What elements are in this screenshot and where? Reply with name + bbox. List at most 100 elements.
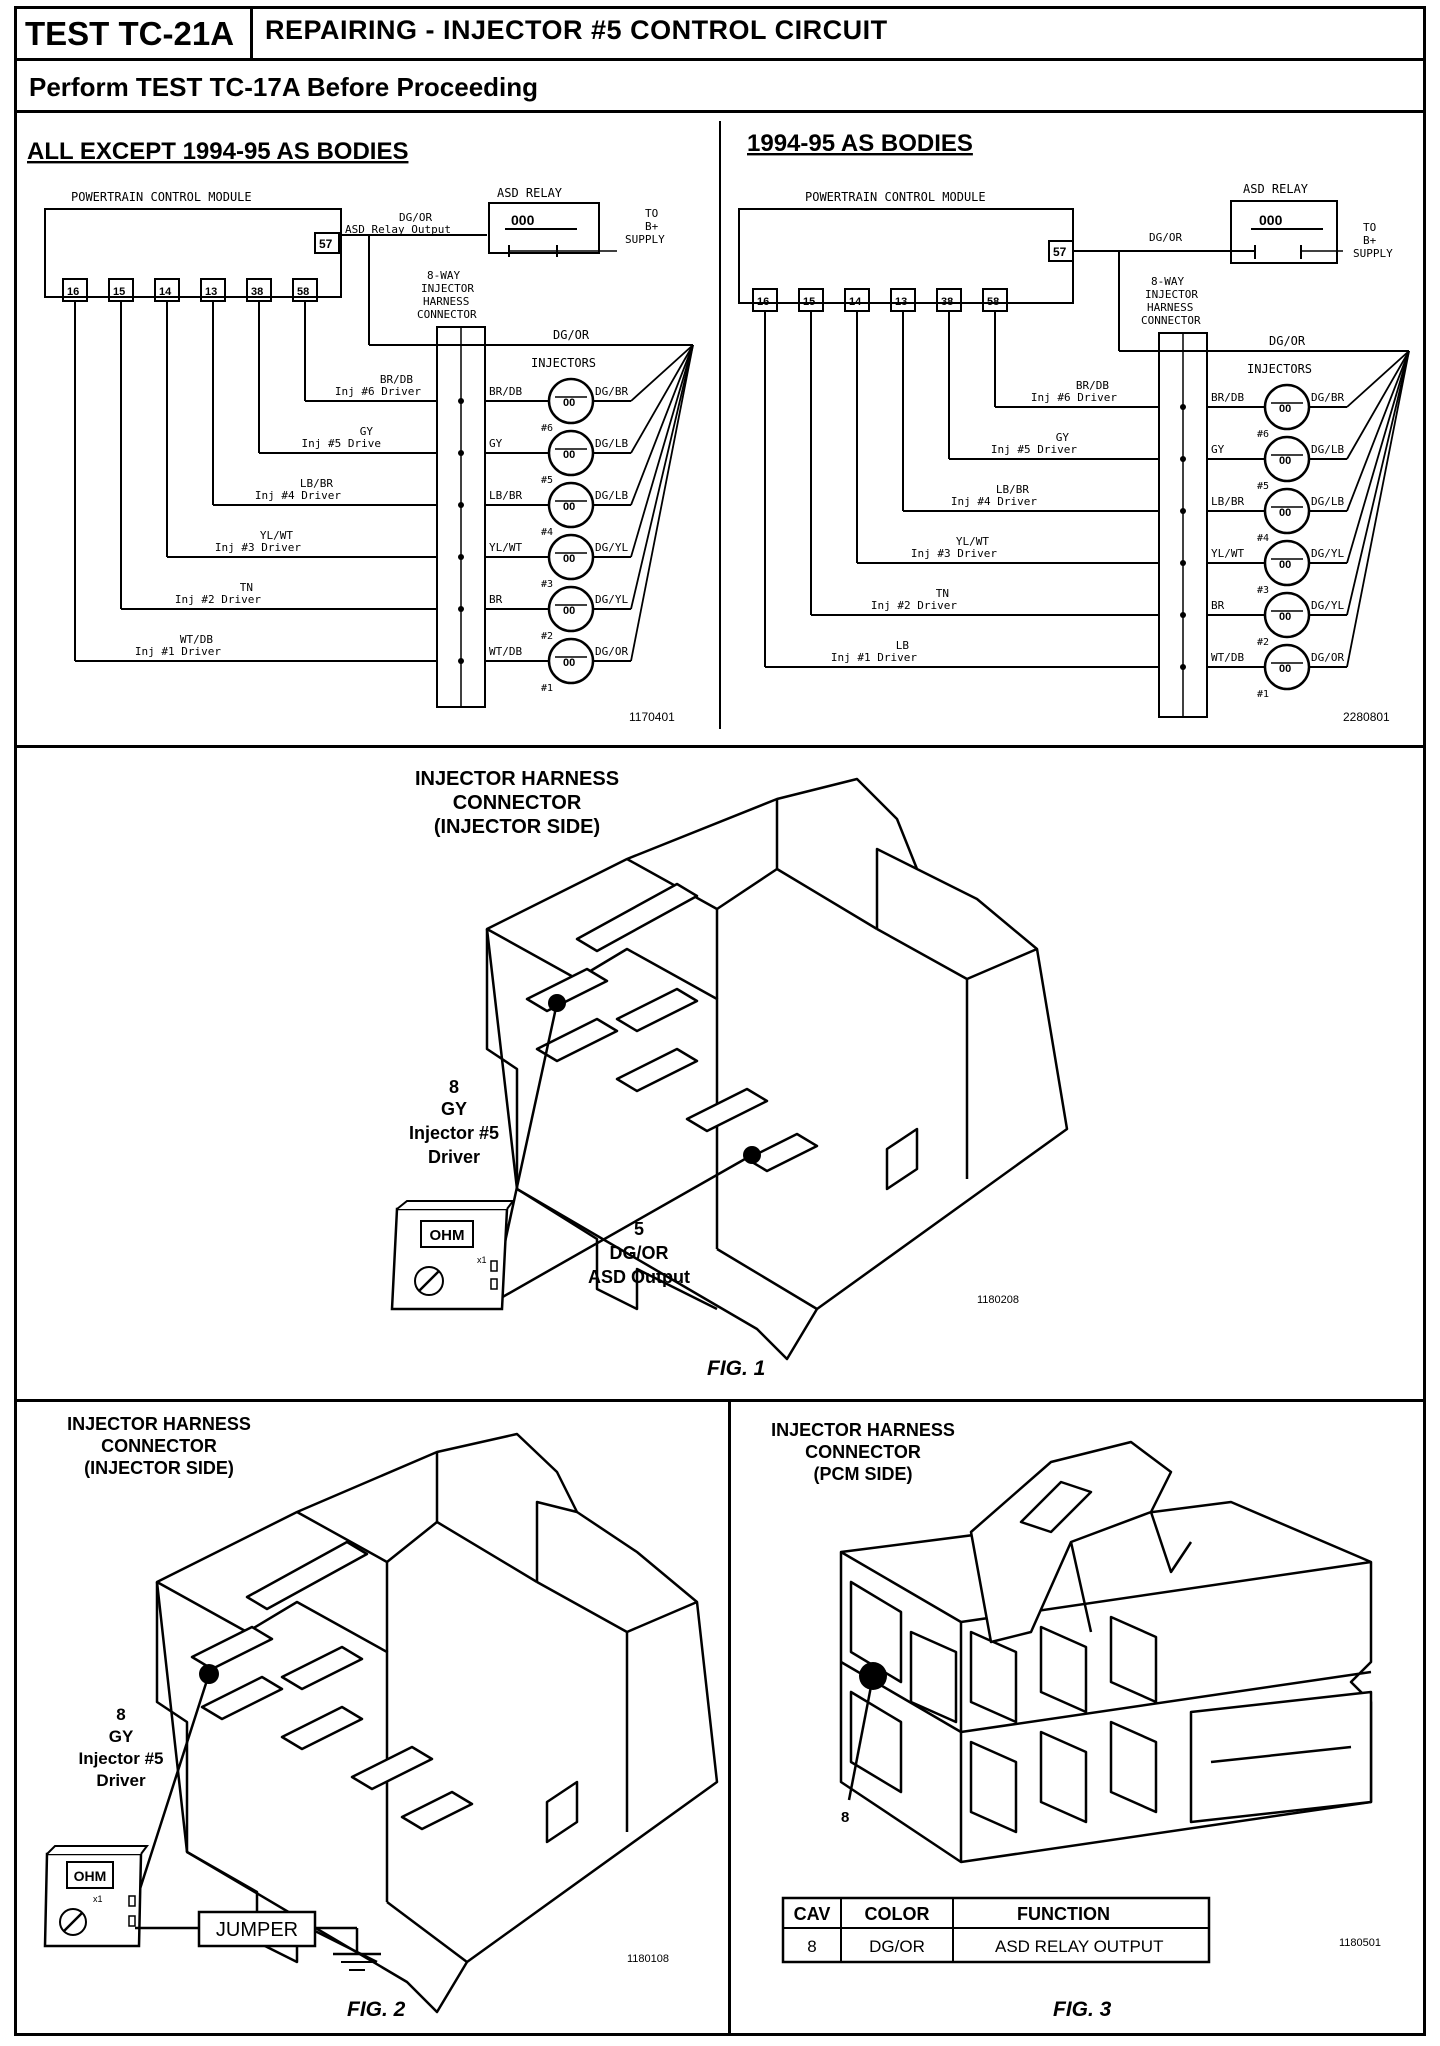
r-injector-number: #3 <box>1257 585 1269 596</box>
r-pin-label: 58 <box>987 296 999 308</box>
l-pin-label: 38 <box>251 286 263 298</box>
l-wire-color: YL/WT <box>260 529 293 542</box>
r-driver-label: Inj #3 Driver <box>911 547 997 560</box>
r-pin-label: 16 <box>757 296 769 308</box>
l-injector-number: #1 <box>541 683 553 694</box>
r-pin-label: 13 <box>895 296 907 308</box>
r-right-wire-label: DG/YL <box>1311 547 1344 560</box>
r-right-wire-label: DG/BR <box>1311 391 1344 404</box>
r-conn-pin <box>1180 404 1186 410</box>
fig2-meter-display: OHM <box>74 1868 107 1884</box>
l-conn-pin <box>458 502 464 508</box>
r-pin-label: 38 <box>941 296 953 308</box>
l-pin-label: 15 <box>113 286 125 298</box>
l-coil-text: 00 <box>563 553 575 565</box>
l-coil-text: 00 <box>563 605 575 617</box>
prerequisite-note: Perform TEST TC-17A Before Proceeding <box>17 61 1423 113</box>
fig2-ohmmeter: OHM x1 <box>43 1845 149 1948</box>
fig1-diagram: INJECTOR HARNESS CONNECTOR (INJECTOR SID… <box>390 768 1069 1380</box>
fig-divider <box>728 1399 731 2036</box>
table-cell-color: DG/OR <box>869 1937 925 1956</box>
right-asd-relay: ASD RELAY <box>1243 182 1309 196</box>
l-wire-color: TN <box>240 581 253 594</box>
fig3-title-1: INJECTOR HARNESS <box>771 1420 955 1440</box>
l-conn-pin <box>458 658 464 664</box>
l-driver-label: Inj #1 Driver <box>135 645 221 658</box>
r-conn-pin <box>1180 456 1186 462</box>
right-supply-3: SUPPLY <box>1353 247 1393 260</box>
left-dgor-top: DG/OR <box>553 328 590 342</box>
l-conn-pin <box>458 554 464 560</box>
fig2-probe-1: 8 <box>116 1705 125 1724</box>
r-conn-pin <box>1180 664 1186 670</box>
l-pin-label: 13 <box>205 286 217 298</box>
r-injector-number: #6 <box>1257 429 1269 440</box>
l-driver-label: Inj #2 Driver <box>175 593 261 606</box>
l-conn-wire-label: BR/DB <box>489 385 522 398</box>
fig2-title-3: (INJECTOR SIDE) <box>84 1458 234 1478</box>
r-driver-label: Inj #1 Driver <box>831 651 917 664</box>
l-wire-color: LB/BR <box>300 477 333 490</box>
l-pin-label: 58 <box>297 286 309 298</box>
r-injector-number: #4 <box>1257 533 1269 544</box>
fig1-meter-range: x1 <box>477 1255 487 1265</box>
right-dgor-top: DG/OR <box>1269 334 1306 348</box>
r-wire-color: BR/DB <box>1076 379 1109 392</box>
left-pin-57-label: 57 <box>319 237 333 251</box>
fig3-code: 1180501 <box>1339 1937 1381 1949</box>
fig1-probe-a-3: Injector #5 <box>409 1123 499 1143</box>
fig3-connector-drawing <box>839 1440 1373 1864</box>
r-conn-wire-label: BR <box>1211 599 1225 612</box>
fig1-probe-a-1: 8 <box>449 1077 459 1097</box>
table-cell-cav: 8 <box>807 1937 816 1956</box>
r-wire-color: LB <box>896 639 910 652</box>
r-pin-label: 14 <box>849 296 862 308</box>
r-conn-pin <box>1180 508 1186 514</box>
fig1-meter-display: OHM <box>430 1227 465 1244</box>
right-connector-1: 8-WAY <box>1151 275 1184 288</box>
r-driver-label: Inj #5 Driver <box>991 443 1077 456</box>
fig3-pin-table: CAV COLOR FUNCTION 8 DG/OR ASD RELAY OUT… <box>781 1896 1211 1964</box>
r-coil-text: 00 <box>1279 663 1291 675</box>
l-right-wire-label: DG/YL <box>595 541 628 554</box>
r-coil-text: 00 <box>1279 403 1291 415</box>
r-wire-color: GY <box>1056 431 1070 444</box>
fig1-probe-a-2: GY <box>441 1099 467 1119</box>
left-supply-1: TO <box>645 207 658 220</box>
fig2-diagram: INJECTOR HARNESS CONNECTOR (INJECTOR SID… <box>43 1414 719 2021</box>
r-splice-wire <box>1346 350 1410 616</box>
fig1-caption: FIG. 1 <box>707 1357 765 1380</box>
test-title: REPAIRING - INJECTOR #5 CONTROL CIRCUIT <box>265 15 888 45</box>
left-connector-3: HARNESS <box>423 295 469 308</box>
right-connector-4: CONNECTOR <box>1141 314 1201 327</box>
r-right-wire-label: DG/LB <box>1311 443 1344 456</box>
r-injector-number: #5 <box>1257 481 1269 492</box>
r-conn-wire-label: GY <box>1211 443 1225 456</box>
left-code: 1170401 <box>629 710 675 724</box>
left-pcm-box <box>44 208 342 298</box>
l-conn-pin <box>458 606 464 612</box>
fig1-connector-drawing <box>485 777 1069 1361</box>
left-asd-output: ASD Relay Output <box>345 223 451 236</box>
left-relay-box <box>488 202 600 254</box>
r-conn-wire-label: WT/DB <box>1211 651 1244 664</box>
l-pin-label: 16 <box>67 286 79 298</box>
right-connector-2: INJECTOR <box>1145 288 1198 301</box>
l-driver-label: Inj #6 Driver <box>335 385 421 398</box>
l-coil-text: 00 <box>563 501 575 513</box>
l-conn-wire-label: LB/BR <box>489 489 522 502</box>
l-injector-number: #2 <box>541 631 553 642</box>
r-splice-wire <box>1346 350 1410 408</box>
r-coil-text: 00 <box>1279 507 1291 519</box>
l-right-wire-label: DG/LB <box>595 489 628 502</box>
l-right-wire-label: DG/BR <box>595 385 628 398</box>
l-right-wire-label: DG/LB <box>595 437 628 450</box>
l-right-wire-label: DG/YL <box>595 593 628 606</box>
right-asd-wire: DG/OR <box>1149 231 1182 244</box>
l-pin-label: 14 <box>159 286 172 298</box>
fig1-title-3: (INJECTOR SIDE) <box>434 816 600 838</box>
l-driver-label: Inj #5 Drive <box>302 437 381 450</box>
left-asd-relay: ASD RELAY <box>497 186 563 200</box>
fig1-title-1: INJECTOR HARNESS <box>415 768 619 790</box>
left-asd-wire: DG/OR <box>399 211 432 224</box>
